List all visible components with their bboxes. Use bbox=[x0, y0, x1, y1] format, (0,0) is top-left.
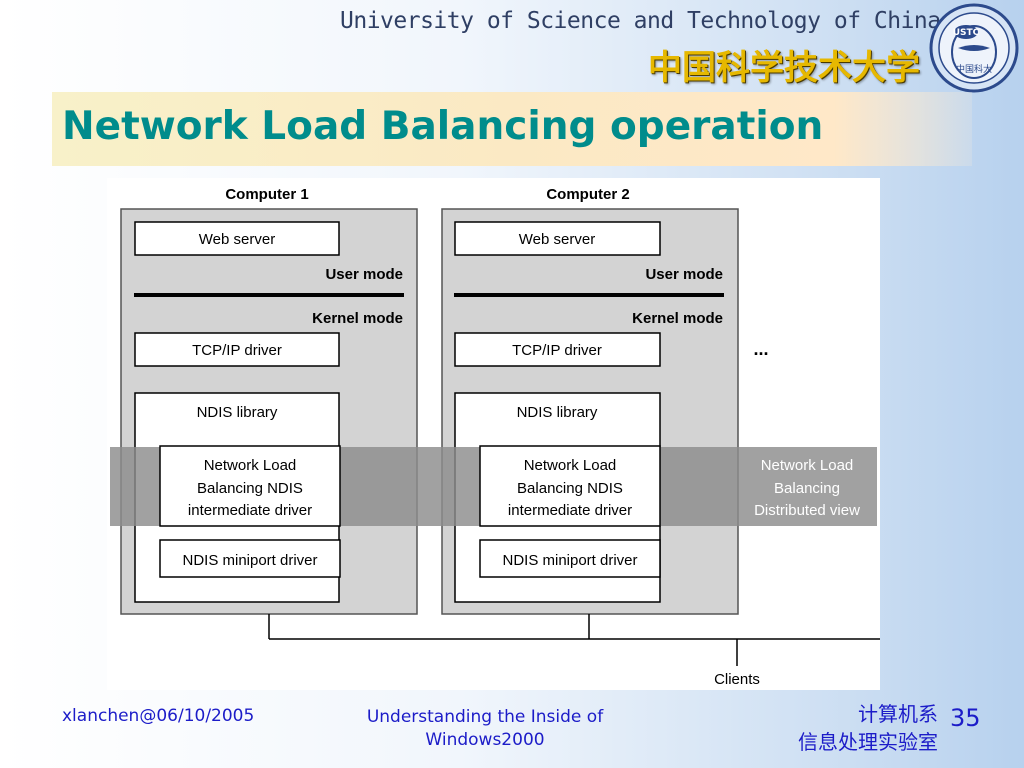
university-name-en: University of Science and Technology of … bbox=[340, 8, 941, 34]
distributed-view-line1: Network Load bbox=[761, 457, 854, 474]
user-mode-label-2: User mode bbox=[645, 266, 723, 283]
nlb-driver-box-1 bbox=[159, 445, 341, 527]
footer-department: 计算机系 信息处理实验室 bbox=[690, 700, 938, 756]
title-bar bbox=[52, 92, 972, 166]
footer-course-line1: Understanding the Inside of bbox=[366, 707, 604, 727]
kernel-mode-label-2: Kernel mode bbox=[632, 310, 723, 327]
ustc-logo-icon: USTC 中国科大 bbox=[929, 3, 1019, 93]
web-server-box-1 bbox=[134, 221, 340, 256]
svg-text:USTC: USTC bbox=[953, 28, 980, 38]
nlb-driver-line2-2: Balancing NDIS bbox=[517, 480, 623, 497]
nlb-driver-line1-1: Network Load bbox=[204, 457, 297, 474]
nlb-driver-line1-2: Network Load bbox=[524, 457, 617, 474]
university-name-cn: 中国科学技术大学 bbox=[648, 48, 920, 88]
footer-department-line2: 信息处理实验室 bbox=[798, 730, 938, 754]
distributed-view-line3: Distributed view bbox=[754, 502, 860, 519]
user-mode-label-1: User mode bbox=[325, 266, 403, 283]
footer-course-title: Understanding the Inside of Windows2000 bbox=[340, 706, 630, 752]
tcpip-driver-label-2: TCP/IP driver bbox=[512, 342, 602, 359]
tcpip-driver-box-1 bbox=[134, 332, 340, 367]
nlb-driver-line2-1: Balancing NDIS bbox=[197, 480, 303, 497]
clients-label: Clients bbox=[714, 671, 760, 688]
web-server-label-2: Web server bbox=[519, 231, 595, 248]
computer-1-label: Computer 1 bbox=[225, 186, 308, 203]
ndis-library-label-1: NDIS library bbox=[197, 404, 278, 421]
nlb-diagram: Computer 1 Web server User mode Kernel m… bbox=[107, 178, 880, 690]
page-number: 35 bbox=[950, 704, 981, 732]
kernel-mode-label-1: Kernel mode bbox=[312, 310, 403, 327]
nlb-driver-line3-2: intermediate driver bbox=[508, 502, 632, 519]
miniport-driver-label-2: NDIS miniport driver bbox=[502, 552, 637, 569]
tcpip-driver-box-2 bbox=[454, 332, 661, 367]
slide-title: Network Load Balancing operation bbox=[62, 104, 824, 149]
tcpip-driver-label-1: TCP/IP driver bbox=[192, 342, 282, 359]
svg-text:中国科大: 中国科大 bbox=[956, 63, 992, 75]
footer-department-line1: 计算机系 bbox=[858, 702, 938, 726]
web-server-box-2 bbox=[454, 221, 661, 256]
miniport-driver-box-1 bbox=[159, 539, 341, 578]
web-server-label-1: Web server bbox=[199, 231, 275, 248]
miniport-driver-box-2 bbox=[479, 539, 661, 578]
miniport-driver-label-1: NDIS miniport driver bbox=[182, 552, 317, 569]
footer-author-date: xlanchen@06/10/2005 bbox=[62, 706, 255, 726]
distributed-view-line2: Balancing bbox=[774, 480, 840, 497]
ndis-library-label-2: NDIS library bbox=[517, 404, 598, 421]
nlb-driver-box-2 bbox=[479, 445, 661, 527]
more-computers-ellipsis: ... bbox=[753, 339, 768, 359]
nlb-driver-line3-1: intermediate driver bbox=[188, 502, 312, 519]
computer-2-label: Computer 2 bbox=[546, 186, 629, 203]
footer-course-line2: Windows2000 bbox=[425, 730, 545, 750]
